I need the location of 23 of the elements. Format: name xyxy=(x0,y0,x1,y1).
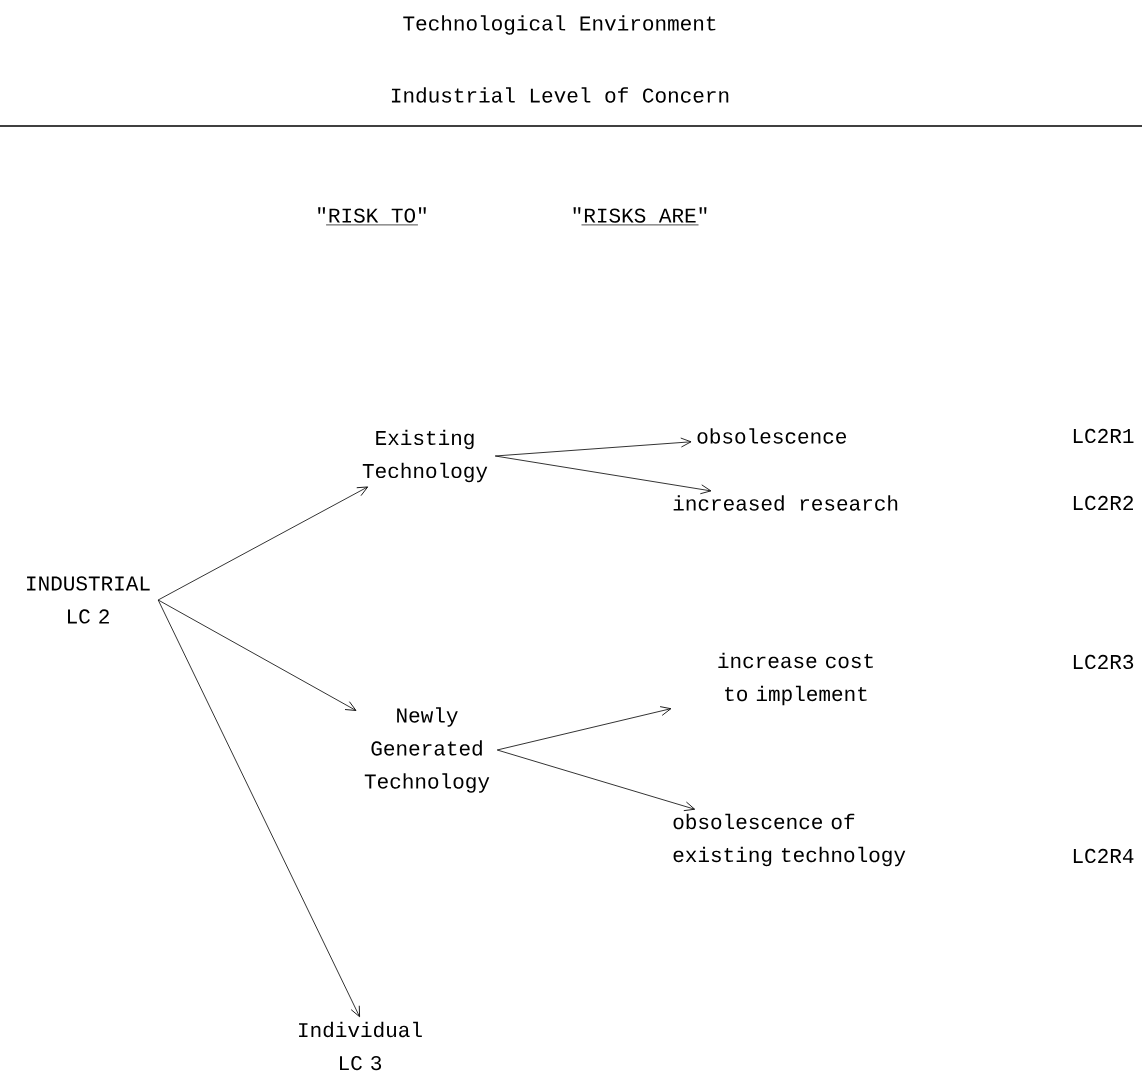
node-text: increased research xyxy=(673,495,898,511)
subtitle: Industrial Level of Concern xyxy=(391,87,729,103)
arrow xyxy=(157,599,357,711)
title: Technological Environment xyxy=(403,15,716,35)
node-text: obsolescence of existing technology xyxy=(673,813,906,867)
arrow xyxy=(157,486,369,601)
node-text: increase cost to implement xyxy=(718,652,873,706)
arrow xyxy=(496,706,672,751)
row-code: LC2R3 xyxy=(1073,654,1134,670)
arrow xyxy=(494,437,692,457)
node-text: Newly Generated Technology xyxy=(364,707,490,793)
row-code: LC2R1 xyxy=(1073,428,1134,444)
node-text: Individual LC 3 xyxy=(299,1021,422,1071)
arrow xyxy=(496,749,696,812)
row-code: LC2R4 xyxy=(1073,848,1134,864)
arrow xyxy=(494,455,712,495)
node-text: INDUSTRIAL LC 2 xyxy=(27,576,150,624)
node-text: obsolescence xyxy=(697,428,846,444)
node-text: Existing Technology xyxy=(362,429,488,483)
row-code: LC2R2 xyxy=(1073,495,1133,511)
column-heading: "RISK TO" xyxy=(318,207,426,226)
column-heading: "RISKS ARE" xyxy=(573,207,707,226)
arrow xyxy=(157,599,360,1018)
